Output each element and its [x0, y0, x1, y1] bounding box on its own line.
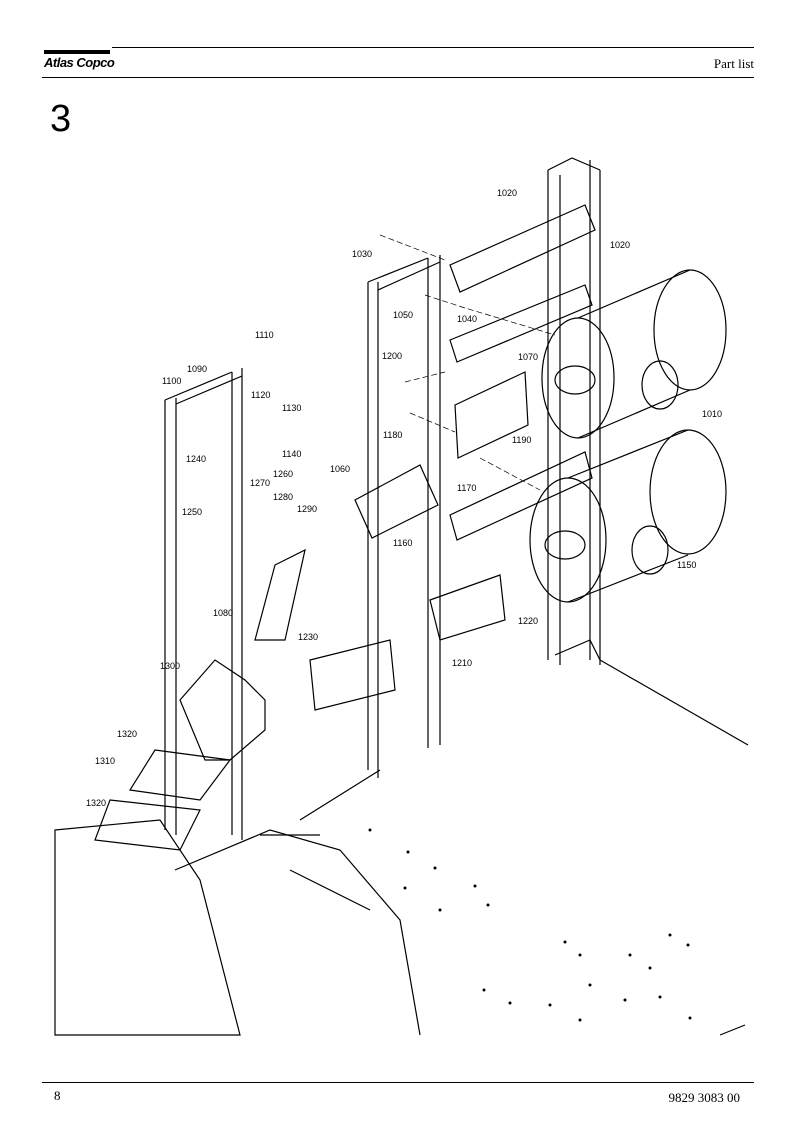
callout-1210: 1210 [452, 658, 472, 668]
callout-1020: 1020 [497, 188, 517, 198]
atlas-copco-logo [44, 50, 110, 54]
callout-1250: 1250 [182, 507, 202, 517]
callout-1060: 1060 [330, 464, 350, 474]
callout-1140: 1140 [282, 449, 301, 459]
callout-1010: 1010 [702, 409, 722, 419]
callout-1160: 1160 [393, 538, 412, 548]
callout-1130: 1130 [282, 403, 301, 413]
logo-text: Atlas Copco [44, 55, 115, 70]
floor-bolt-dots [368, 828, 692, 1022]
part-callouts: 1010 1020 1020 1030 1040 1050 1060 1070 … [86, 188, 722, 808]
callout-1120: 1120 [251, 390, 270, 400]
callout-1320: 1320 [117, 729, 137, 739]
callout-1180: 1180 [383, 430, 402, 440]
exploded-parts-drawing: 1010 1020 1020 1030 1040 1050 1060 1070 … [54, 157, 749, 1036]
callout-1040: 1040 [457, 314, 477, 324]
callout-1320: 1320 [86, 798, 106, 808]
callout-1200: 1200 [382, 351, 402, 361]
callout-1090: 1090 [187, 364, 207, 374]
callout-1270: 1270 [250, 478, 270, 488]
callout-1100: 1100 [162, 376, 181, 386]
callout-1280: 1280 [273, 492, 293, 502]
callout-1020: 1020 [610, 240, 630, 250]
callout-1170: 1170 [457, 483, 476, 493]
callout-1230: 1230 [298, 632, 318, 642]
header-bottom-rule [42, 77, 754, 78]
callout-1080: 1080 [213, 608, 233, 618]
leader-dashes [379, 234, 556, 491]
page-title: Part list [713, 56, 754, 71]
callout-1260: 1260 [273, 469, 293, 479]
callout-1030: 1030 [352, 249, 372, 259]
section-number: 3 [50, 98, 72, 140]
callout-1300: 1300 [160, 661, 180, 671]
callout-1070: 1070 [518, 352, 538, 362]
callout-1110: 1110 [255, 330, 274, 340]
callout-1310: 1310 [95, 756, 115, 766]
header-top-rule [112, 47, 754, 48]
callout-1290: 1290 [297, 504, 317, 514]
callout-1190: 1190 [512, 435, 531, 445]
page-number: 8 [54, 1088, 61, 1103]
callout-1150: 1150 [677, 560, 696, 570]
callout-1240: 1240 [186, 454, 206, 464]
drawing-lines [54, 157, 749, 1036]
callout-1050: 1050 [393, 310, 413, 320]
callout-1220: 1220 [518, 616, 538, 626]
footer-rule [42, 1082, 754, 1083]
document-number: 9829 3083 00 [668, 1090, 741, 1105]
